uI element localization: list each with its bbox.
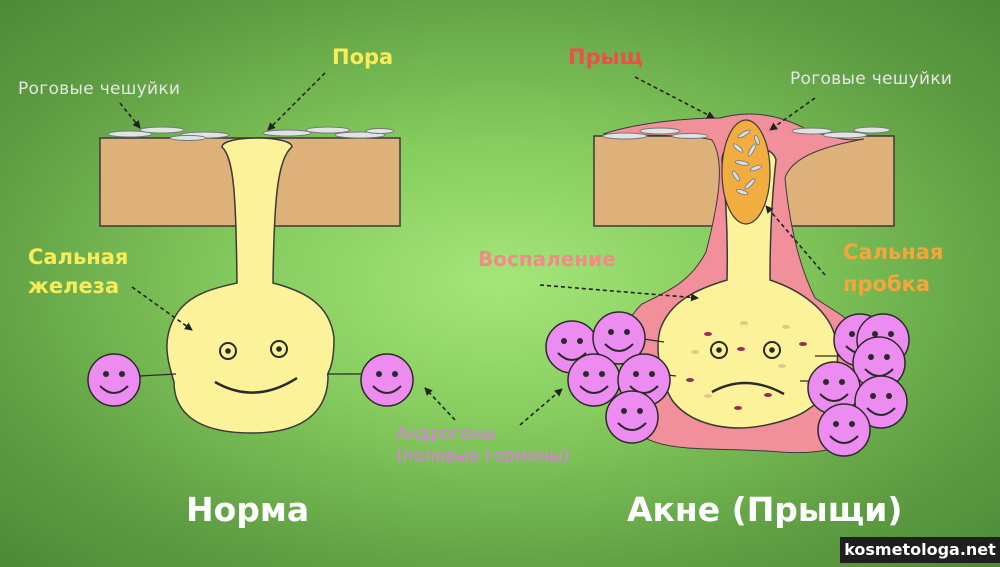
gland-label-line1: Сальная (28, 245, 129, 269)
pimple-arrow (634, 76, 715, 119)
plug-label-line2: пробка (843, 272, 931, 296)
sebaceous-plug (721, 119, 771, 225)
horny-scales-right (602, 126, 891, 140)
gland-face-right (710, 341, 785, 396)
site-watermark: kosmetologa.net (840, 537, 1000, 563)
annotation-arrows (119, 72, 826, 426)
hormone-face-icon (567, 353, 621, 407)
plug-label-line1: Сальная (843, 240, 944, 264)
androgens-label-line1: Андрогены (396, 424, 496, 444)
scales-label-right: Роговые чешуйки (790, 69, 953, 89)
hormone-face-icon (360, 353, 414, 407)
acne-skin-group (545, 113, 910, 457)
scales-arrow-left (119, 102, 141, 129)
scales-label-left: Роговые чешуйки (18, 79, 181, 99)
pore-arrow (267, 72, 326, 131)
pore-label: Пора (332, 45, 394, 69)
androgens-label-line2: (половые гормоны) (396, 446, 570, 466)
hormone-face-icon (817, 403, 871, 457)
plug-arrow (765, 205, 826, 276)
horny-scales-left (107, 126, 395, 141)
pimple-label: Прыщ (568, 45, 643, 69)
hormone-face-icon (87, 353, 141, 407)
gland-label-line2: железа (28, 274, 120, 298)
inflammation-arrow (539, 284, 699, 302)
sebaceous-gland-right (657, 146, 839, 429)
acne-title: Акне (Прыщи) (627, 490, 903, 529)
gland-arrow-left (131, 286, 193, 331)
gland-face-left (214, 340, 298, 394)
androgen-arrow-right (519, 388, 563, 426)
normal-title: Норма (186, 490, 310, 529)
hormone-face-icon (605, 390, 659, 444)
inflammation-label: Воспаление (478, 247, 616, 271)
androgen-arrow-left (424, 387, 456, 421)
normal-skin-group (87, 126, 414, 434)
scales-arrow-right (769, 97, 816, 131)
sebaceous-gland-left (166, 137, 335, 434)
hormone-links-left (139, 373, 362, 377)
